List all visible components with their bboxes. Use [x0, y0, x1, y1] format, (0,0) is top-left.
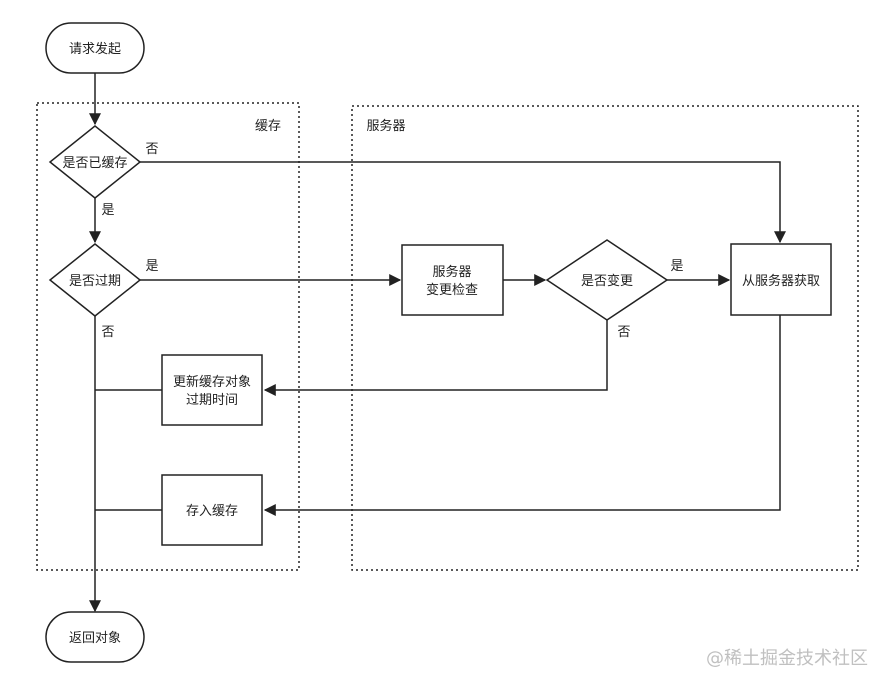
update-cache-box: 更新缓存对象 过期时间: [161, 354, 263, 426]
store-cache-label: 存入缓存: [186, 504, 238, 519]
edge-label-cached-no: 否: [145, 142, 158, 157]
fetch-server-label: 从服务器获取: [742, 273, 820, 289]
return-node: 返回对象: [45, 611, 145, 663]
edge-label-expired-yes: 是: [145, 259, 158, 274]
fetch-server-box: 从服务器获取: [730, 243, 832, 316]
server-group-label: 服务器: [366, 118, 405, 134]
edge-cached-no-to-fetch: [139, 161, 786, 244]
is-expired-label: 是否过期: [69, 274, 121, 289]
return-node-label: 返回对象: [69, 631, 121, 646]
server-group-frame: [351, 105, 859, 571]
update-cache-label-line2: 过期时间: [186, 393, 238, 408]
update-cache-label-line1: 更新缓存对象: [173, 374, 251, 390]
is-changed-label: 是否变更: [581, 273, 633, 289]
cache-group-label: 缓存: [255, 119, 281, 134]
edge-label-expired-no: 否: [101, 325, 114, 340]
is-cached-decision: 是否已缓存: [48, 125, 142, 199]
is-changed-decision: 是否变更: [545, 239, 669, 321]
cache-group-frame: [36, 102, 300, 571]
watermark-text: @稀土掘金技术社区: [706, 648, 868, 669]
start-node: 请求发起: [45, 22, 145, 74]
start-node-label: 请求发起: [69, 41, 121, 57]
server-check-label-line1: 服务器: [432, 264, 471, 280]
is-cached-label: 是否已缓存: [62, 156, 127, 171]
server-check-box: 服务器 变更检查: [401, 244, 504, 316]
edge-label-cached-yes: 是: [101, 203, 114, 218]
edge-label-changed-no: 否: [617, 325, 630, 340]
edge-fetch-to-store: [263, 315, 781, 516]
store-cache-box: 存入缓存: [161, 474, 263, 546]
server-check-label-line2: 变更检查: [426, 282, 478, 298]
edge-label-changed-yes: 是: [670, 259, 683, 274]
edge-changed-no-to-update: [263, 320, 608, 396]
is-expired-decision: 是否过期: [48, 243, 142, 317]
